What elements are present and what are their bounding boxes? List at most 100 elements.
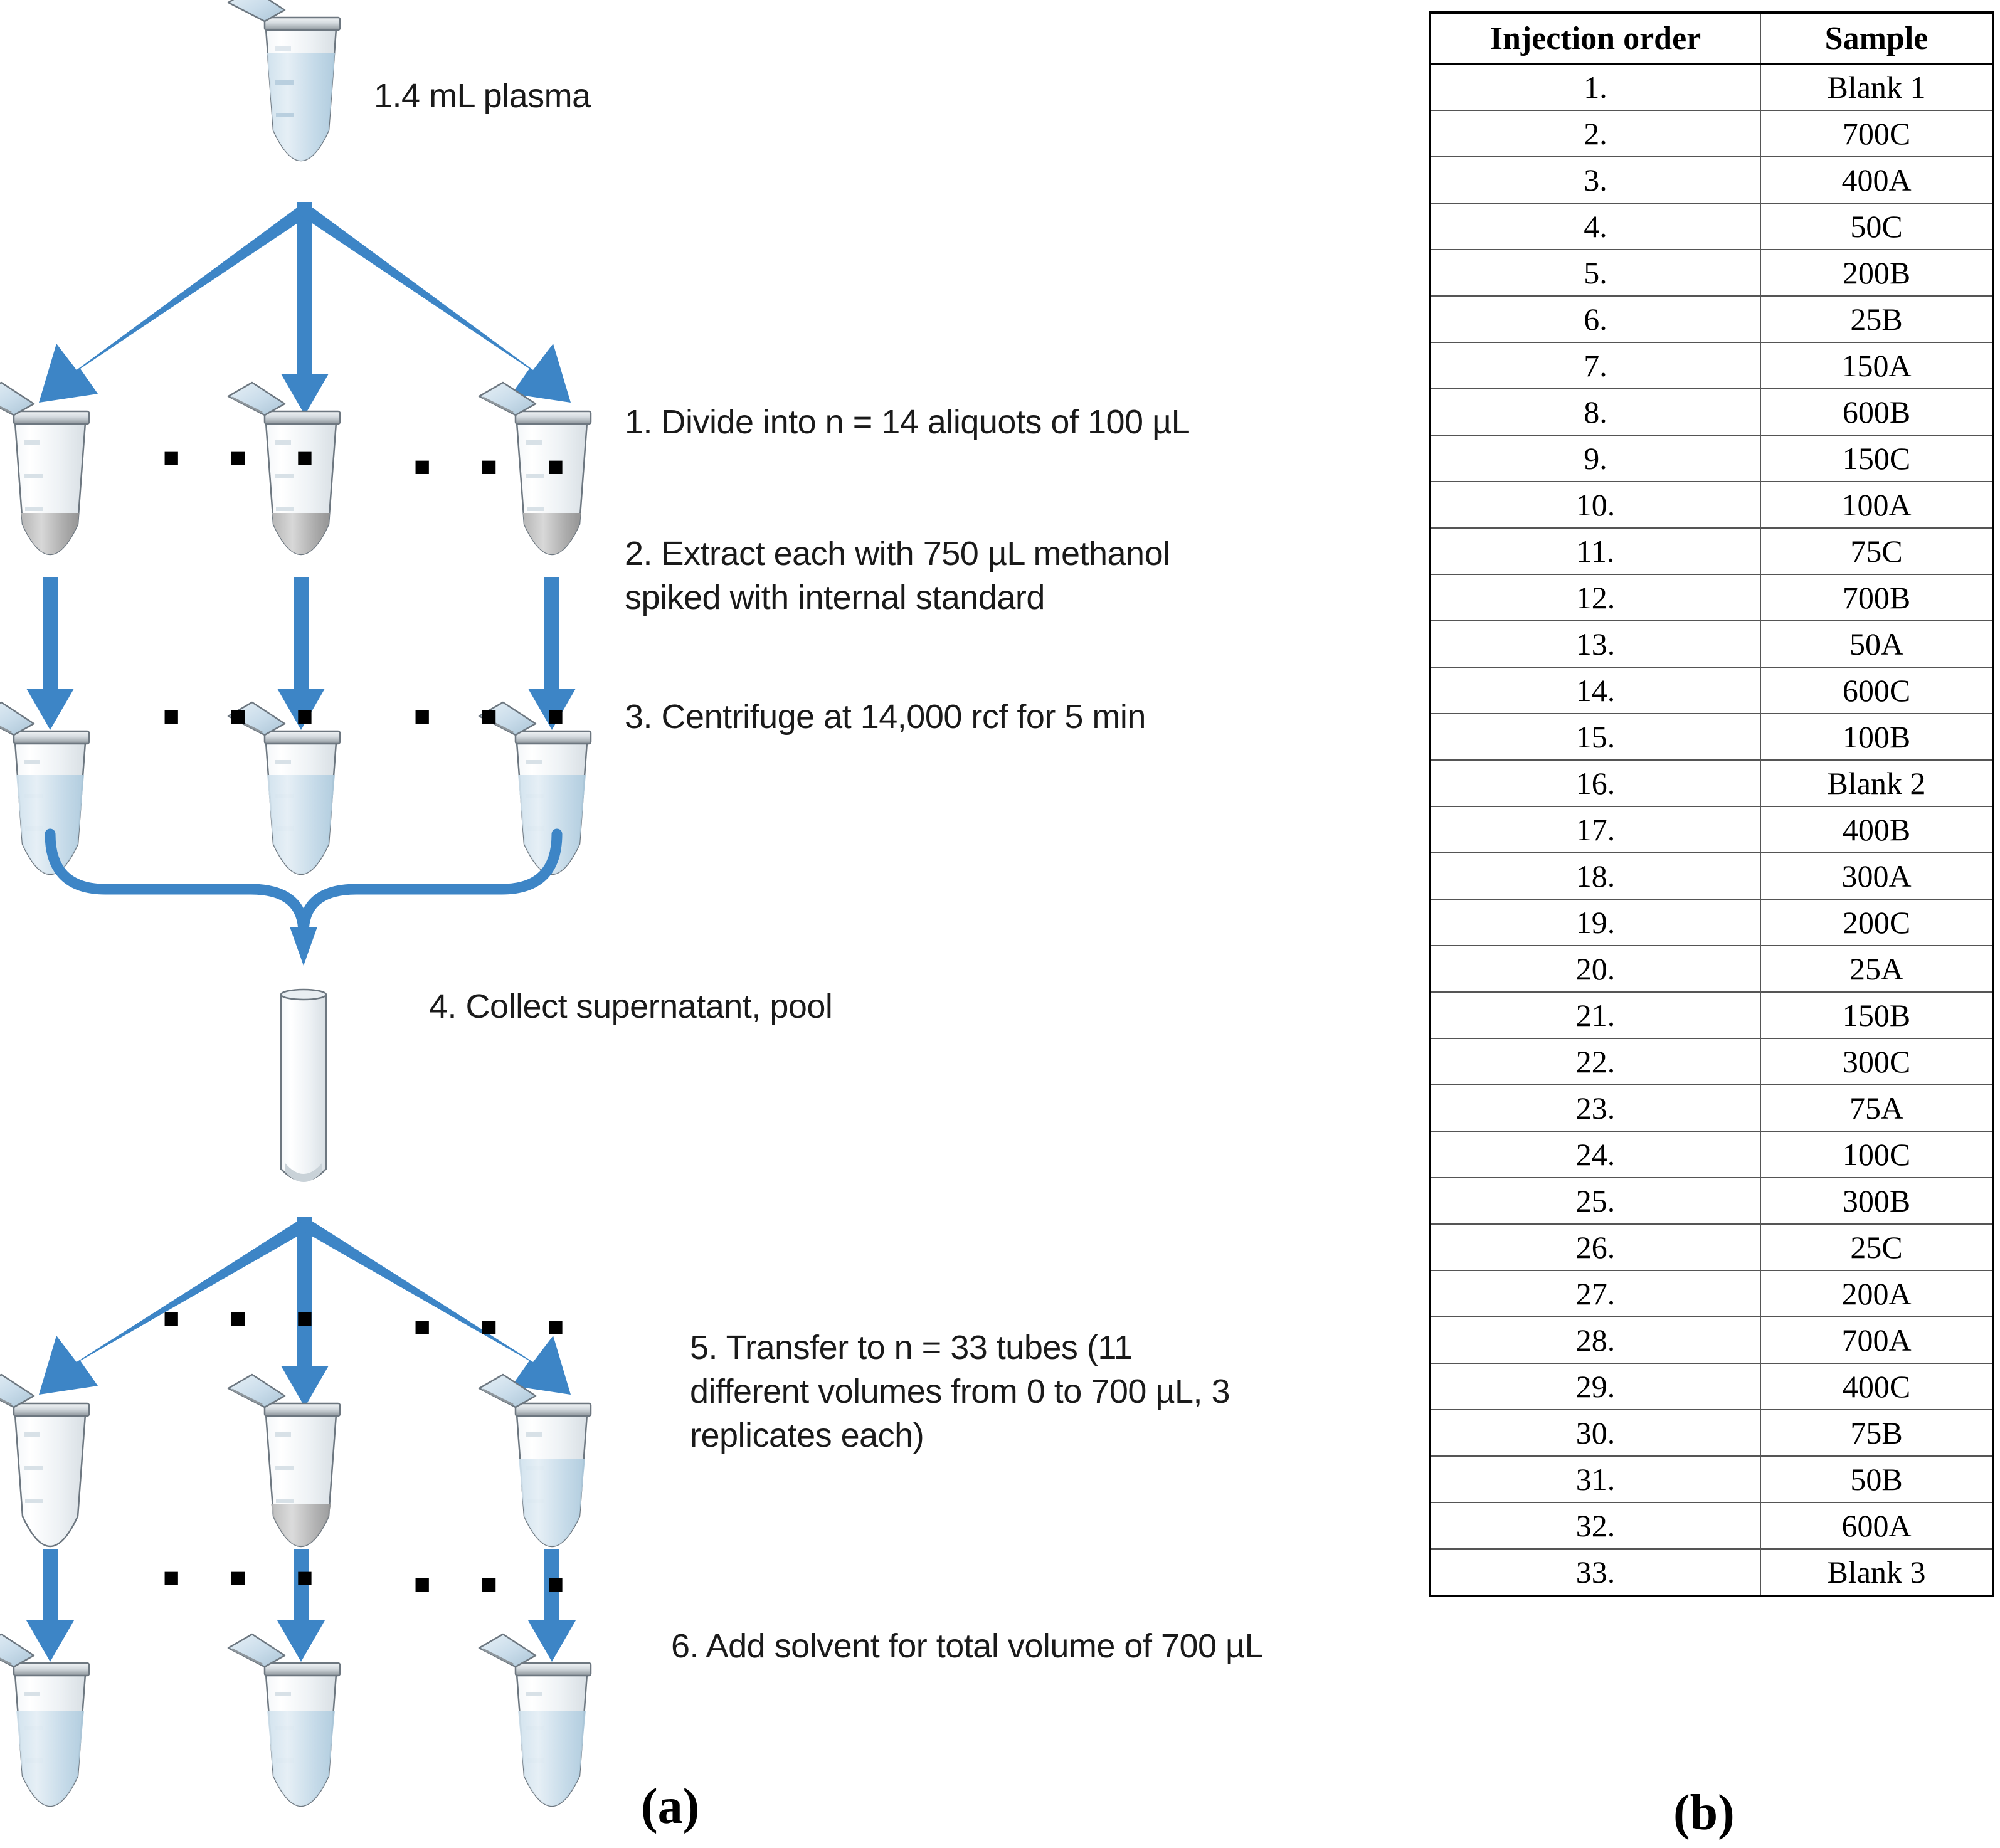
cell-injection-order: 16. <box>1429 759 1761 807</box>
tube-row3-right <box>478 1373 592 1548</box>
table-row: 17.400B <box>1429 806 1994 853</box>
table-row: 27.200A <box>1429 1270 1994 1317</box>
cell-injection-order: 5. <box>1429 249 1761 297</box>
table-row: 15.100B <box>1429 713 1994 761</box>
table-row: 14.600C <box>1429 667 1994 714</box>
cell-injection-order: 25. <box>1429 1177 1761 1225</box>
tube-pooled-supernatant <box>280 988 327 1182</box>
cell-sample: 75C <box>1760 527 1994 575</box>
cell-sample: 200A <box>1760 1270 1994 1317</box>
cell-injection-order: 6. <box>1429 295 1761 343</box>
cell-sample: 300A <box>1760 852 1994 900</box>
table-row: 16.Blank 2 <box>1429 759 1994 807</box>
cell-sample: 25A <box>1760 945 1994 993</box>
tube-row4-center <box>227 1633 341 1807</box>
cell-sample: 400A <box>1760 156 1994 204</box>
cell-injection-order: 33. <box>1429 1548 1761 1597</box>
cell-sample: 150B <box>1760 991 1994 1039</box>
cell-sample: 200B <box>1760 249 1994 297</box>
table-row: 5.200B <box>1429 249 1994 297</box>
split-arrows-top <box>39 202 571 415</box>
cell-injection-order: 21. <box>1429 991 1761 1039</box>
cell-sample: 300C <box>1760 1038 1994 1085</box>
cell-sample: 100B <box>1760 713 1994 761</box>
cell-sample: 700C <box>1760 110 1994 157</box>
column-header-injection-order: Injection order <box>1429 11 1761 65</box>
cell-sample: Blank 2 <box>1760 759 1994 807</box>
table-row: 11.75C <box>1429 527 1994 575</box>
table-row: 26.25C <box>1429 1223 1994 1271</box>
cell-sample: 75A <box>1760 1084 1994 1132</box>
panel-a-workflow: ▪ ▪ ▪ ▪ ▪ ▪ ▪ ▪ ▪ ▪ ▪ ▪ ▪ ▪ ▪ ▪ ▪ ▪ ▪ ▪ … <box>0 0 1264 1834</box>
table-row: 7.150A <box>1429 342 1994 389</box>
cell-sample: 600A <box>1760 1502 1994 1550</box>
tube-row3-center <box>227 1373 341 1548</box>
cell-sample: 200C <box>1760 899 1994 946</box>
table-row: 33.Blank 3 <box>1429 1548 1994 1597</box>
pooling-brace-arrowhead <box>290 927 317 966</box>
cell-injection-order: 10. <box>1429 481 1761 529</box>
caption-a: (a) <box>641 1779 700 1834</box>
cell-sample: 50B <box>1760 1455 1994 1503</box>
cell-injection-order: 1. <box>1429 63 1761 111</box>
ellipsis-row4-b: ▪ ▪ ▪ <box>413 1553 582 1613</box>
tube-row2-right <box>478 701 592 875</box>
cell-sample: 150A <box>1760 342 1994 389</box>
arrows-row3-to-row4 <box>26 1549 576 1662</box>
table-row: 10.100A <box>1429 481 1994 529</box>
ellipsis-row1-b: ▪ ▪ ▪ <box>413 436 582 496</box>
tube-row1-center <box>227 381 341 556</box>
table-row: 24.100C <box>1429 1131 1994 1178</box>
table-row: 3.400A <box>1429 156 1994 204</box>
cell-injection-order: 30. <box>1429 1409 1761 1457</box>
cell-injection-order: 23. <box>1429 1084 1761 1132</box>
table-header-row: Injection order Sample <box>1429 11 1994 65</box>
table-row: 19.200C <box>1429 899 1994 946</box>
cell-injection-order: 26. <box>1429 1223 1761 1271</box>
table-row: 28.700A <box>1429 1316 1994 1364</box>
cell-sample: 600C <box>1760 667 1994 714</box>
table-row: 23.75A <box>1429 1084 1994 1132</box>
step-3-label: 3. Centrifuge at 14,000 rcf for 5 min <box>625 698 1146 736</box>
table-row: 4.50C <box>1429 203 1994 250</box>
cell-injection-order: 29. <box>1429 1363 1761 1410</box>
cell-injection-order: 14. <box>1429 667 1761 714</box>
cell-sample: 50C <box>1760 203 1994 250</box>
tube-source-plasma <box>227 0 341 162</box>
ellipsis-row2-a: ▪ ▪ ▪ <box>162 685 331 746</box>
table-row: 2.700C <box>1429 110 1994 157</box>
cell-sample: 25B <box>1760 295 1994 343</box>
cell-sample: 150C <box>1760 435 1994 482</box>
cell-sample: 400B <box>1760 806 1994 853</box>
cell-sample: 75B <box>1760 1409 1994 1457</box>
cell-sample: 25C <box>1760 1223 1994 1271</box>
table-row: 8.600B <box>1429 388 1994 436</box>
cell-injection-order: 24. <box>1429 1131 1761 1178</box>
table-row: 32.600A <box>1429 1502 1994 1550</box>
cell-injection-order: 2. <box>1429 110 1761 157</box>
cell-injection-order: 9. <box>1429 435 1761 482</box>
step-2-label: 2. Extract each with 750 µL methanol spi… <box>625 535 1170 617</box>
cell-sample: 300B <box>1760 1177 1994 1225</box>
cell-injection-order: 3. <box>1429 156 1761 204</box>
cell-injection-order: 19. <box>1429 899 1761 946</box>
ellipsis-row3-a: ▪ ▪ ▪ <box>162 1287 331 1348</box>
cell-injection-order: 32. <box>1429 1502 1761 1550</box>
caption-b: (b) <box>1673 1785 1735 1840</box>
table-row: 1.Blank 1 <box>1429 63 1994 111</box>
cell-sample: 600B <box>1760 388 1994 436</box>
cell-sample: Blank 3 <box>1760 1548 1994 1597</box>
table-row: 9.150C <box>1429 435 1994 482</box>
table-row: 12.700B <box>1429 574 1994 621</box>
cell-injection-order: 18. <box>1429 852 1761 900</box>
cell-injection-order: 17. <box>1429 806 1761 853</box>
table-row: 20.25A <box>1429 945 1994 993</box>
split-arrows-bottom <box>39 1217 571 1407</box>
tube-row1-left <box>0 381 90 556</box>
ellipsis-row3-b: ▪ ▪ ▪ <box>413 1296 582 1356</box>
cell-injection-order: 13. <box>1429 620 1761 668</box>
cell-injection-order: 12. <box>1429 574 1761 621</box>
